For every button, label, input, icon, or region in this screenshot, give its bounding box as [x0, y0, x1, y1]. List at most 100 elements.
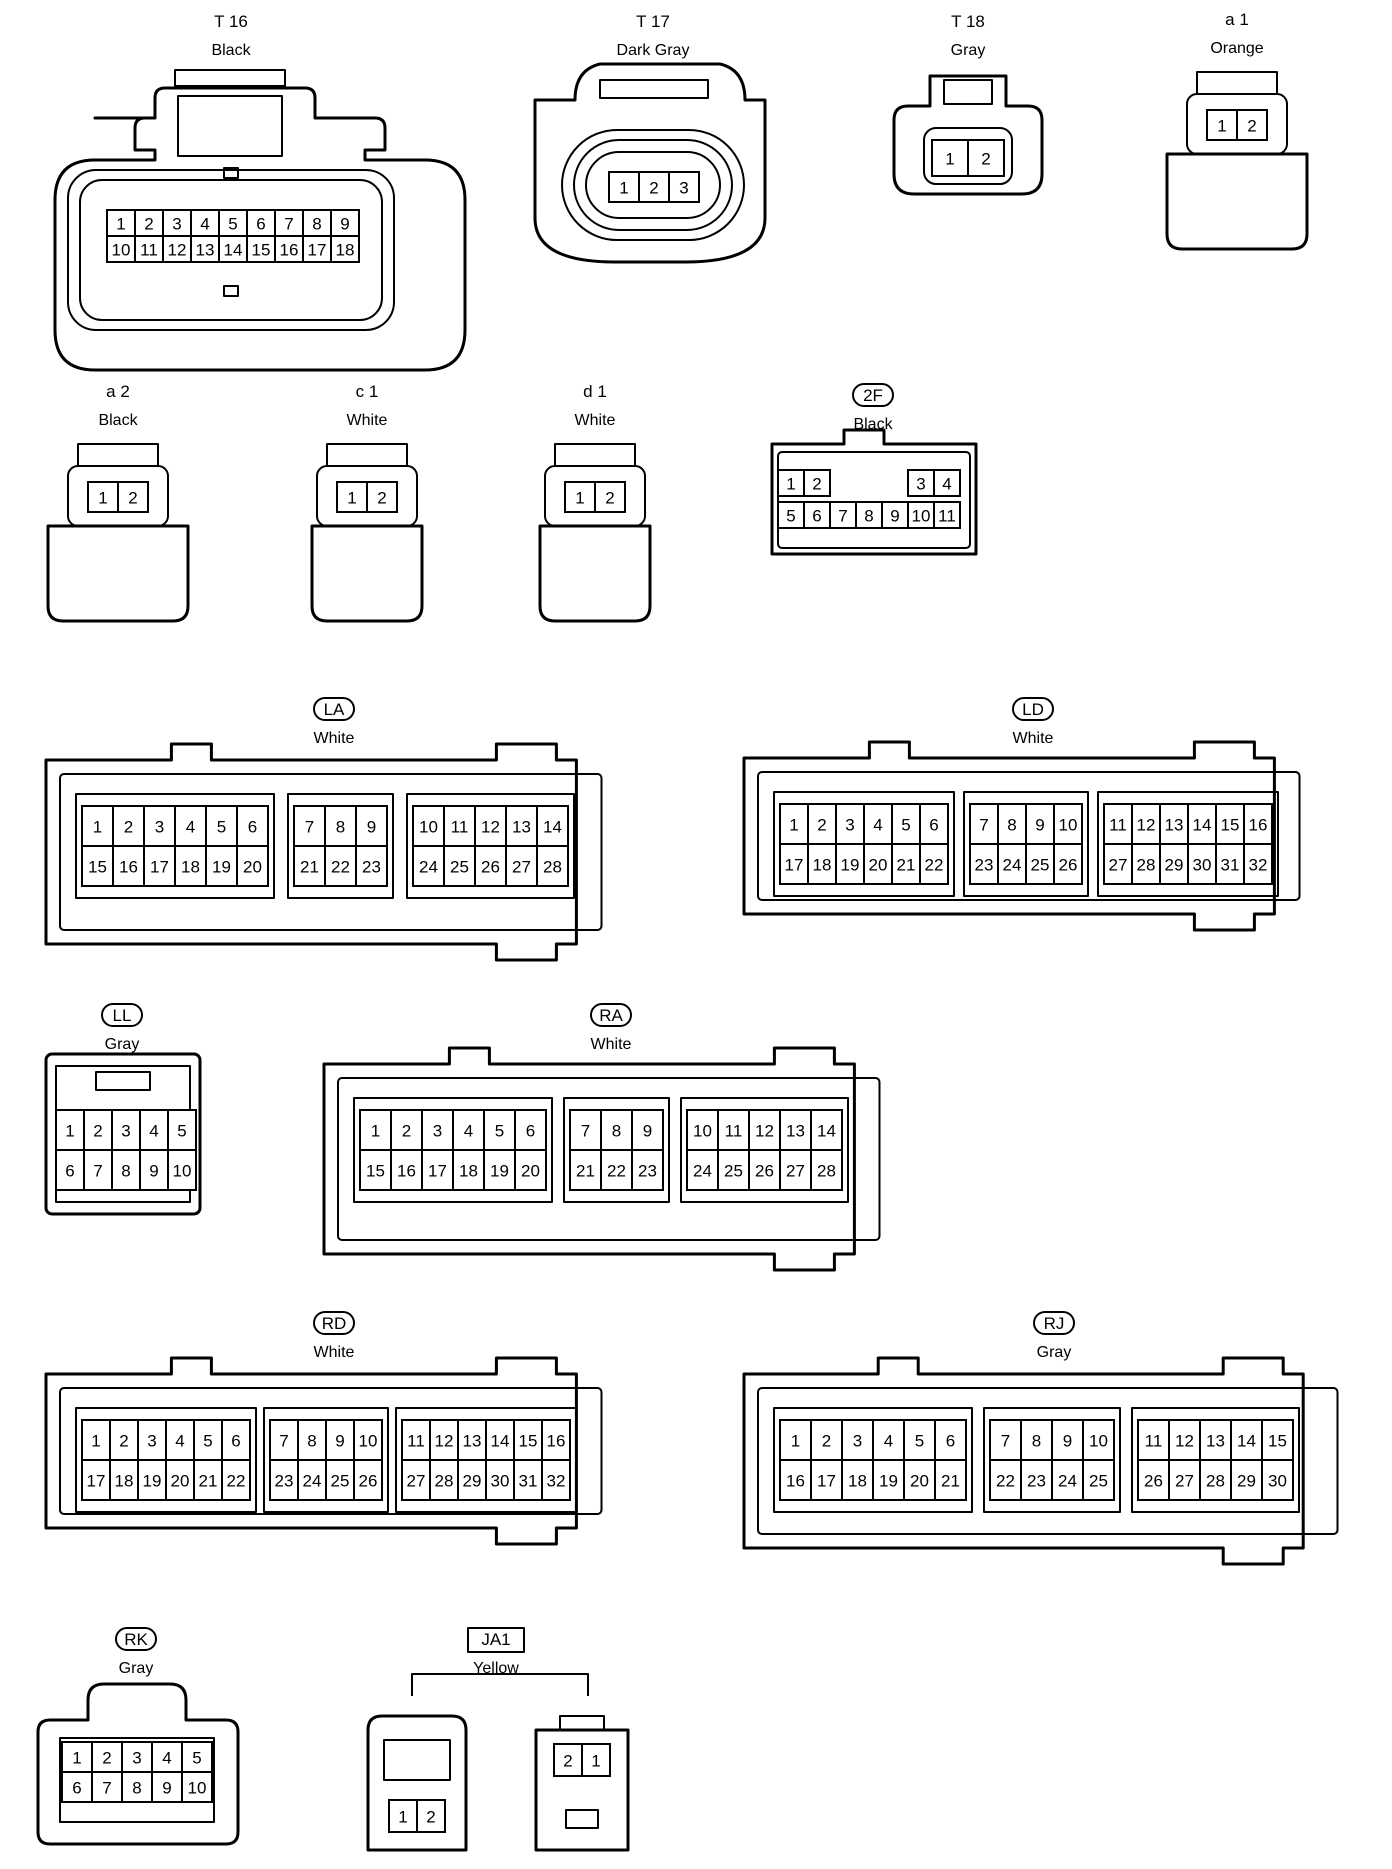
terminal-number: 8 [612, 1122, 621, 1141]
terminal-pin: 6 [221, 1419, 251, 1461]
terminal-number: 11 [1109, 816, 1127, 835]
terminal-pin: 9 [1051, 1419, 1084, 1461]
terminal-pin: 12 [1168, 1419, 1201, 1461]
terminal-number: 12 [168, 241, 187, 260]
terminal-number: 15 [1221, 816, 1240, 835]
connector-code: a 2 [106, 382, 130, 401]
terminal-number: 15 [88, 858, 107, 877]
terminal-pin: 10 [181, 1771, 213, 1803]
terminal-pin: 3 [668, 171, 700, 203]
terminal-number: 1 [347, 489, 356, 508]
terminal-pin: 10 [353, 1419, 383, 1461]
terminal-pin: 30 [485, 1459, 515, 1501]
terminal-pin: 5 [181, 1741, 213, 1773]
terminal-pin: 21 [193, 1459, 223, 1501]
terminal-pin: 1 [87, 481, 119, 513]
terminal-number: 2 [822, 1432, 831, 1451]
connector-color: Black [98, 412, 138, 429]
terminal-pin: 3 [907, 469, 935, 497]
terminal-pin: 26 [1053, 843, 1083, 885]
terminal-number: 3 [845, 816, 854, 835]
terminal-number: 1 [65, 1122, 74, 1141]
terminal-pin: 28 [536, 845, 569, 887]
terminal-pin: 7 [829, 501, 857, 529]
terminal-pin: 13 [1199, 1419, 1232, 1461]
terminal-number: 4 [186, 818, 195, 837]
terminal-pin: 11 [933, 501, 961, 529]
terminal-pin: 32 [1243, 843, 1273, 885]
terminal-pin: 16 [390, 1149, 423, 1191]
terminal-number: 20 [910, 1472, 929, 1491]
connector-code-oval [852, 383, 894, 407]
terminal-number: 2 [93, 1122, 102, 1141]
terminal-pin: 9 [139, 1149, 169, 1191]
terminal-number: 9 [643, 1122, 652, 1141]
terminal-pin: 4 [872, 1419, 905, 1461]
terminal-pin: 7 [83, 1149, 113, 1191]
terminal-pin: 32 [541, 1459, 571, 1501]
terminal-pin: 2 [134, 209, 164, 237]
terminal-pin: 9 [1025, 803, 1055, 845]
terminal-pin: 24 [297, 1459, 327, 1501]
terminal-number: 22 [925, 856, 944, 875]
terminal-number: 25 [1089, 1472, 1108, 1491]
terminal-number: 27 [512, 858, 531, 877]
terminal-number: 26 [359, 1472, 378, 1491]
terminal-number: 27 [1175, 1472, 1194, 1491]
terminal-pin: 7 [293, 805, 326, 847]
terminal-pin: 12 [162, 235, 192, 263]
terminal-number: 6 [72, 1779, 81, 1798]
terminal-number: 5 [786, 507, 795, 526]
terminal-pin: 14 [536, 805, 569, 847]
terminal-pin: 13 [190, 235, 220, 263]
terminal-pin: 1 [55, 1109, 85, 1151]
terminal-number: 3 [916, 475, 925, 494]
connector-color: Black [211, 42, 251, 59]
terminal-number: 32 [1249, 856, 1268, 875]
terminal-pin: 7 [91, 1771, 123, 1803]
terminal-number: 22 [607, 1162, 626, 1181]
terminal-pin: 4 [933, 469, 961, 497]
terminal-number: 16 [280, 241, 299, 260]
terminal-number: 2 [817, 816, 826, 835]
terminal-pin: 11 [134, 235, 164, 263]
terminal-number: 20 [521, 1162, 540, 1181]
terminal-number: 30 [1268, 1472, 1287, 1491]
terminal-number: 7 [284, 215, 293, 234]
terminal-number: 3 [679, 179, 688, 198]
terminal-pin: 26 [748, 1149, 781, 1191]
terminal-pin: 9 [631, 1109, 664, 1151]
terminal-number: 17 [150, 858, 169, 877]
terminal-pin: 20 [236, 845, 269, 887]
terminal-number: 24 [1058, 1472, 1077, 1491]
terminal-pin: 17 [143, 845, 176, 887]
terminal-pin: 17 [302, 235, 332, 263]
terminal-number: 2 [563, 1752, 572, 1771]
terminal-number: 24 [303, 1472, 322, 1491]
terminal-number: 13 [1165, 816, 1184, 835]
terminal-number: 31 [1221, 856, 1240, 875]
terminal-pin: 4 [174, 805, 207, 847]
terminal-pin: 18 [330, 235, 360, 263]
terminal-pin: 7 [569, 1109, 602, 1151]
terminal-number: 29 [1165, 856, 1184, 875]
connector-code: T 17 [636, 12, 670, 31]
connector-code-oval [1033, 1311, 1075, 1335]
terminal-number: 8 [336, 818, 345, 837]
terminal-pin: 3 [162, 209, 192, 237]
connector-code: 2F [863, 386, 883, 405]
connector-color: Gray [1037, 1344, 1072, 1361]
terminal-number: 11 [938, 507, 956, 526]
terminal-pin: 18 [452, 1149, 485, 1191]
terminal-number: 10 [912, 507, 931, 526]
terminal-number: 23 [1027, 1472, 1046, 1491]
terminal-number: 23 [638, 1162, 657, 1181]
terminal-number: 2 [1247, 117, 1256, 136]
terminal-pin: 7 [989, 1419, 1022, 1461]
terminal-number: 3 [155, 818, 164, 837]
terminal-number: 7 [1001, 1432, 1010, 1451]
